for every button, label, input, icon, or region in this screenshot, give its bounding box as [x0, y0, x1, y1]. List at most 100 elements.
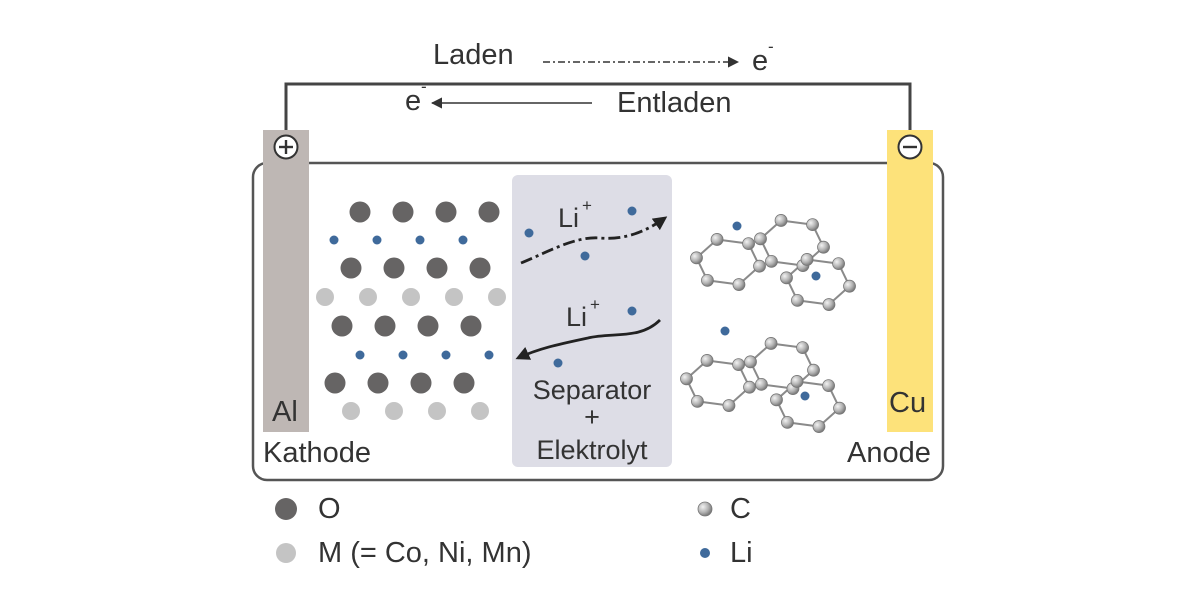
legend: O M (= Co, Ni, Mn) C Li [275, 493, 753, 569]
legend-item-oxygen: O [275, 493, 341, 525]
oxygen-atom [367, 372, 389, 394]
oxygen-atom [383, 257, 405, 279]
legend-carbon-swatch [697, 501, 713, 517]
lithium-ion [441, 350, 451, 360]
discharge-label: Entladen [617, 87, 732, 119]
carbon-atom [791, 293, 804, 307]
discharge-ion-arrow [515, 318, 661, 360]
lithium-ion [355, 350, 365, 360]
lithium-ion [329, 235, 339, 245]
lithium-ion [484, 350, 494, 360]
lithium-ion [627, 206, 637, 216]
svg-text:O: O [318, 493, 341, 525]
carbon-atom [691, 394, 704, 408]
oxygen-atom [374, 315, 396, 337]
carbon-atom [781, 415, 794, 429]
oxygen-atom [392, 201, 414, 223]
metal-atom [488, 288, 506, 306]
carbon-atom [817, 240, 830, 254]
lithium-ion [800, 391, 810, 401]
lithium-ion [415, 235, 425, 245]
oxygen-atom [324, 372, 346, 394]
metal-atom [359, 288, 377, 306]
oxygen-atom [435, 201, 457, 223]
carbon-atom [822, 379, 835, 393]
carbon-atom [800, 253, 814, 266]
oxygen-atom [460, 315, 482, 337]
svg-text:Li: Li [558, 203, 579, 233]
metal-atom [342, 402, 360, 420]
negative-terminal-icon [897, 134, 923, 160]
carbon-atom [780, 271, 793, 285]
separator-lithium-ions [524, 206, 637, 368]
svg-text:M (= Co, Ni, Mn): M (= Co, Ni, Mn) [318, 537, 532, 569]
carbon-atom [770, 393, 783, 407]
carbon-atom [832, 257, 845, 271]
lithium-ion [732, 221, 742, 231]
svg-text:+: + [582, 196, 592, 215]
oxygen-atom [410, 372, 432, 394]
oxygen-atom [469, 257, 491, 279]
oxygen-atom [478, 201, 500, 223]
metal-atom [471, 402, 489, 420]
carbon-atom [754, 232, 767, 246]
carbon-atom [765, 254, 778, 268]
discharge-ion-label: Li + [566, 295, 600, 332]
carbon-atom [744, 355, 757, 369]
cell-housing [251, 161, 945, 482]
lithium-ion [524, 228, 534, 238]
svg-text:+: + [590, 295, 600, 314]
legend-item-metal: M (= Co, Ni, Mn) [276, 537, 532, 569]
carbon-atom [722, 399, 736, 412]
lithium-ion [580, 251, 590, 261]
lithium-ion [372, 235, 382, 245]
metal-atom [428, 402, 446, 420]
lithium-ion [627, 306, 637, 316]
carbon-atom [796, 341, 809, 355]
charge-label: Laden [433, 39, 514, 71]
svg-text:-: - [421, 77, 427, 96]
separator-label-line2: + [584, 402, 600, 432]
svg-text:C: C [730, 493, 751, 525]
oxygen-atom [426, 257, 448, 279]
legend-item-carbon: C [697, 493, 751, 525]
svg-text:-: - [768, 37, 774, 56]
charge-ion-arrow [520, 216, 668, 265]
lithium-ion [398, 350, 408, 360]
carbon-atom [764, 337, 778, 350]
carbon-atom [732, 278, 746, 291]
oxygen-atom [340, 257, 362, 279]
svg-text:Li: Li [566, 302, 587, 332]
anode-label: Anode [847, 437, 931, 469]
oxygen-atom [417, 315, 439, 337]
external-circuit-wire [284, 82, 912, 132]
positive-terminal-icon [273, 134, 299, 160]
lithium-ion [720, 326, 730, 336]
svg-text:e: e [752, 45, 768, 77]
carbon-atom [755, 377, 768, 391]
carbon-atom [790, 375, 804, 388]
legend-metal-swatch [276, 543, 296, 563]
carbon-atom [833, 401, 846, 415]
metal-atom [445, 288, 463, 306]
carbon-atom [743, 380, 756, 394]
cathode-label: Kathode [263, 437, 371, 469]
anode-collector [887, 130, 933, 432]
carbon-atom [807, 363, 820, 377]
carbon-atom [732, 358, 745, 372]
carbon-atom [753, 259, 766, 273]
separator-label-line3: Elektrolyt [536, 435, 648, 465]
legend-oxygen-swatch [275, 498, 297, 520]
carbon-atom [680, 372, 693, 386]
separator-label-line1: Separator [533, 375, 652, 405]
cathode-collector [263, 130, 309, 432]
carbon-atom [701, 273, 714, 287]
cathode-lattice [316, 201, 506, 420]
oxygen-atom [453, 372, 475, 394]
oxygen-atom [331, 315, 353, 337]
cathode-collector-label: Al [272, 396, 298, 428]
carbon-atom [690, 251, 703, 265]
carbon-atom [843, 279, 856, 293]
